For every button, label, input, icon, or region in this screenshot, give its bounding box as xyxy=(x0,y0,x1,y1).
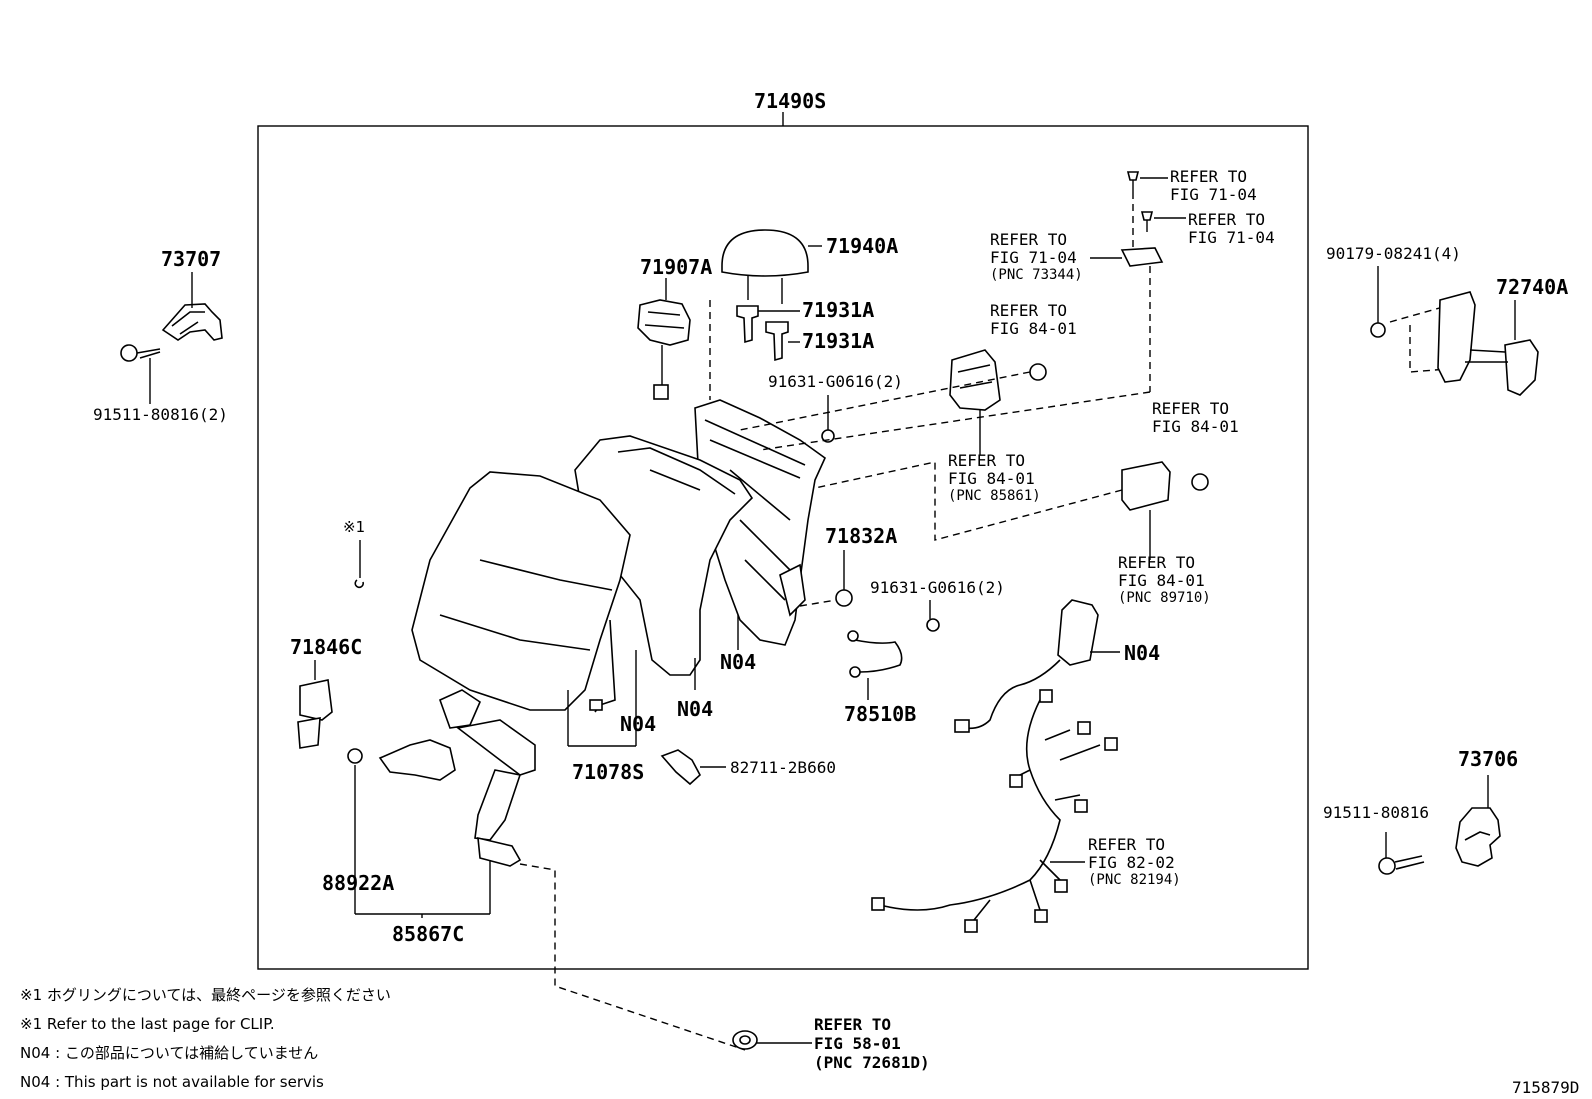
figure-id: 715879D xyxy=(1512,1078,1579,1097)
part-number-71832A[interactable]: 71832A xyxy=(825,524,897,548)
cable-78510B-drawing xyxy=(847,630,903,700)
bracket-73706-drawing xyxy=(1378,775,1501,875)
part-number-73706[interactable]: 73706 xyxy=(1458,747,1518,771)
part-number-71940A[interactable]: 71940A xyxy=(826,234,898,258)
ref-fig-58-01-pnc-72681D[interactable]: REFER TO FIG 58-01 (PNC 72681D) xyxy=(814,1015,930,1072)
grommet-72681D-drawing xyxy=(732,1030,812,1050)
part-number-71078S[interactable]: 71078S xyxy=(572,760,644,784)
svg-text:(PNC 82194): (PNC 82194) xyxy=(1088,872,1181,888)
module-89710-drawing xyxy=(814,461,1209,560)
svg-text:FIG 84-01: FIG 84-01 xyxy=(1118,571,1205,590)
ecu-and-wire-harness-drawing xyxy=(871,599,1120,933)
screw-91631-lower-drawing xyxy=(926,600,940,632)
bracket-73707-drawing xyxy=(120,272,223,404)
svg-text:REFER TO: REFER TO xyxy=(814,1015,891,1034)
footnote-n04-en: N04 : This part is not available for ser… xyxy=(20,1073,324,1091)
clip-mark: ※1 xyxy=(343,518,365,536)
svg-text:REFER TO: REFER TO xyxy=(1170,167,1247,186)
part-number-71931A-top[interactable]: 71931A xyxy=(802,298,874,322)
svg-text:REFER TO: REFER TO xyxy=(1088,835,1165,854)
svg-text:REFER TO: REFER TO xyxy=(1118,553,1195,572)
lumbar-assembly-85867C-drawing xyxy=(347,689,746,1051)
svg-text:FIG 84-01: FIG 84-01 xyxy=(1152,417,1239,436)
clamp-82711-drawing xyxy=(660,749,726,786)
hinge-72740A-drawing xyxy=(1370,266,1539,396)
part-number-91631-G0616-2-lower[interactable]: 91631-G0616(2) xyxy=(870,578,1005,597)
ref-fig-84-01-b[interactable]: REFER TO FIG 84-01 xyxy=(1152,399,1239,436)
ref-fig-84-01-pnc-85861[interactable]: REFER TO FIG 84-01 (PNC 85861) xyxy=(948,451,1041,504)
n04-label-ecu[interactable]: N04 xyxy=(1124,641,1160,665)
ref-fig-71-04-b[interactable]: REFER TO FIG 71-04 xyxy=(1188,210,1275,247)
svg-text:FIG 71-04: FIG 71-04 xyxy=(1170,185,1257,204)
n04-label-seatback-cover[interactable]: N04 xyxy=(620,712,656,736)
part-number-71931A-bottom[interactable]: 71931A xyxy=(802,329,874,353)
part-number-85867C[interactable]: 85867C xyxy=(392,922,464,946)
svg-text:REFER TO: REFER TO xyxy=(990,230,1067,249)
panel-71846C-drawing xyxy=(297,660,333,749)
seatback-rear-drawing xyxy=(574,435,754,690)
svg-text:REFER TO: REFER TO xyxy=(1188,210,1265,229)
svg-text:(PNC 89710): (PNC 89710) xyxy=(1118,590,1211,606)
clip-ring-icon xyxy=(354,579,365,589)
ref-fig-84-01-a[interactable]: REFER TO FIG 84-01 xyxy=(990,301,1077,338)
svg-text:FIG 71-04: FIG 71-04 xyxy=(990,248,1077,267)
part-number-91631-G0616-2-upper[interactable]: 91631-G0616(2) xyxy=(768,372,903,391)
part-number-71907A[interactable]: 71907A xyxy=(640,255,712,279)
screw-91631-upper-drawing xyxy=(821,395,835,443)
svg-text:FIG 58-01: FIG 58-01 xyxy=(814,1034,901,1053)
clip-71832A-drawing xyxy=(799,550,853,607)
footnote-clip-ja: ※1 ホグリングについては、最終ページを参照ください xyxy=(20,986,391,1004)
part-number-88922A[interactable]: 88922A xyxy=(322,871,394,895)
svg-text:FIG 84-01: FIG 84-01 xyxy=(948,469,1035,488)
svg-text:REFER TO: REFER TO xyxy=(1152,399,1229,418)
svg-text:(PNC 85861): (PNC 85861) xyxy=(948,488,1041,504)
part-number-71490S[interactable]: 71490S xyxy=(754,89,826,113)
ref-fig-71-04-pnc-73344[interactable]: REFER TO FIG 71-04 (PNC 73344) xyxy=(990,230,1083,283)
part-number-72740A[interactable]: 72740A xyxy=(1496,275,1568,299)
svg-text:REFER TO: REFER TO xyxy=(948,451,1025,470)
seatback-frame-drawing xyxy=(694,399,826,646)
headrest-support-71931A-drawing xyxy=(736,305,800,362)
seatback-cushion-drawing xyxy=(411,471,631,713)
part-number-91511-80816-2[interactable]: 91511-80816(2) xyxy=(93,405,228,424)
svg-text:FIG 84-01: FIG 84-01 xyxy=(990,319,1077,338)
bolts-top-right-drawing xyxy=(759,171,1186,451)
svg-text:FIG 82-02: FIG 82-02 xyxy=(1088,853,1175,872)
ref-fig-82-02-pnc-82194[interactable]: REFER TO FIG 82-02 (PNC 82194) xyxy=(1088,835,1181,888)
footnote-clip-en: ※1 Refer to the last page for CLIP. xyxy=(20,1015,275,1033)
part-number-73707[interactable]: 73707 xyxy=(161,247,221,271)
svg-text:REFER TO: REFER TO xyxy=(990,301,1067,320)
svg-text:FIG 71-04: FIG 71-04 xyxy=(1188,228,1275,247)
headrest-71940A-drawing xyxy=(721,229,822,304)
ref-fig-84-01-pnc-89710[interactable]: REFER TO FIG 84-01 (PNC 89710) xyxy=(1118,553,1211,606)
n04-label-rear-panel[interactable]: N04 xyxy=(677,697,713,721)
ref-fig-71-04-a[interactable]: REFER TO FIG 71-04 xyxy=(1170,167,1257,204)
svg-text:(PNC 72681D): (PNC 72681D) xyxy=(814,1053,930,1072)
part-number-82711-2B660[interactable]: 82711-2B660 xyxy=(730,758,836,777)
part-number-71846C[interactable]: 71846C xyxy=(290,635,362,659)
part-number-90179-08241-4[interactable]: 90179-08241(4) xyxy=(1326,244,1461,263)
svg-text:(PNC 73344): (PNC 73344) xyxy=(990,267,1083,283)
lock-71907A-drawing xyxy=(637,278,711,400)
footnote-n04-ja: N04 : この部品については補給していません xyxy=(20,1044,318,1062)
part-number-91511-80816[interactable]: 91511-80816 xyxy=(1323,803,1429,822)
module-85861-drawing xyxy=(739,349,1047,455)
n04-label-frame[interactable]: N04 xyxy=(720,650,756,674)
part-number-78510B[interactable]: 78510B xyxy=(844,702,916,726)
